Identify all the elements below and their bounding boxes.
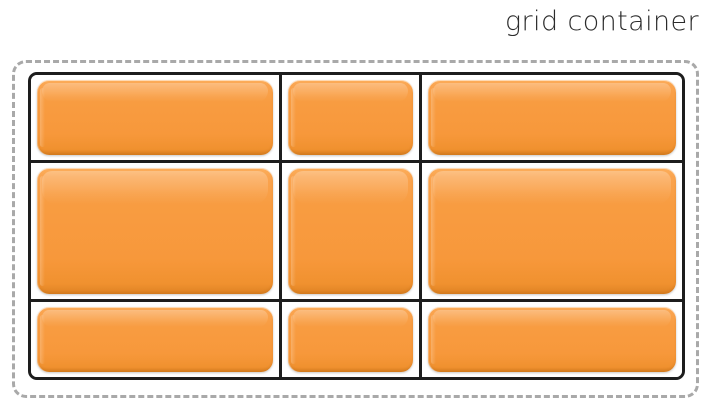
- grid-item-r3c2: [288, 307, 413, 372]
- grid-cell-r1c2: [279, 75, 419, 160]
- grid-item-r1c2: [288, 80, 413, 155]
- grid-item-r3c1: [37, 307, 274, 372]
- grid-item-r3c3: [427, 307, 676, 372]
- grid-item-r1c1: [37, 80, 274, 155]
- grid-item-r2c2: [288, 167, 413, 295]
- grid-cell-r2c3: [418, 159, 682, 300]
- grid-cell-r3c3: [418, 299, 682, 377]
- grid-cell-r2c2: [279, 159, 419, 300]
- grid-frame: [28, 72, 685, 380]
- grid-item-r2c1: [37, 167, 274, 295]
- grid-cell-r3c2: [279, 299, 419, 377]
- grid-item-r1c3: [427, 80, 676, 155]
- grid-cell-r3c1: [31, 299, 280, 377]
- grid-cell-r1c3: [418, 75, 682, 160]
- grid-container-caption: grid container: [504, 6, 699, 37]
- grid-cell-r2c1: [31, 159, 280, 300]
- grid-container-outline: [12, 60, 699, 398]
- grid-item-r2c3: [427, 167, 676, 295]
- grid-cell-r1c1: [31, 75, 280, 160]
